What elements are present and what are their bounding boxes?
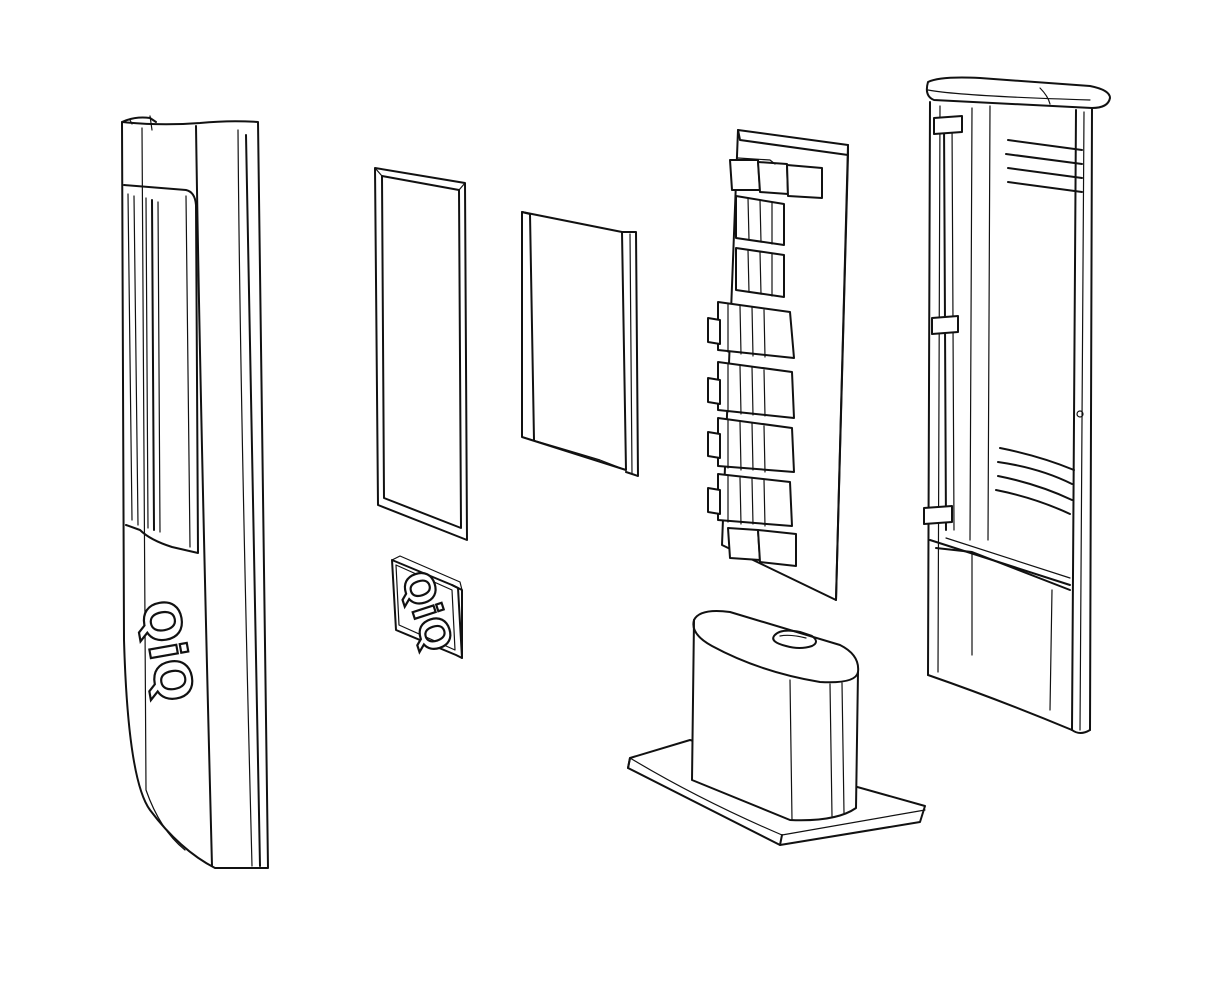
base-block [627,610,926,846]
logo-badge: QiQ [391,555,463,659]
panel-logo: QiQ [128,594,205,707]
curved-inner-plate [521,211,639,477]
badge-logo-text: QiQ [392,566,461,658]
outer-casing [923,76,1111,734]
panel-logo-text: QiQ [129,595,204,706]
glass-frame [374,167,468,541]
heat-exchanger-panel [707,129,849,601]
front-panel [121,115,269,869]
